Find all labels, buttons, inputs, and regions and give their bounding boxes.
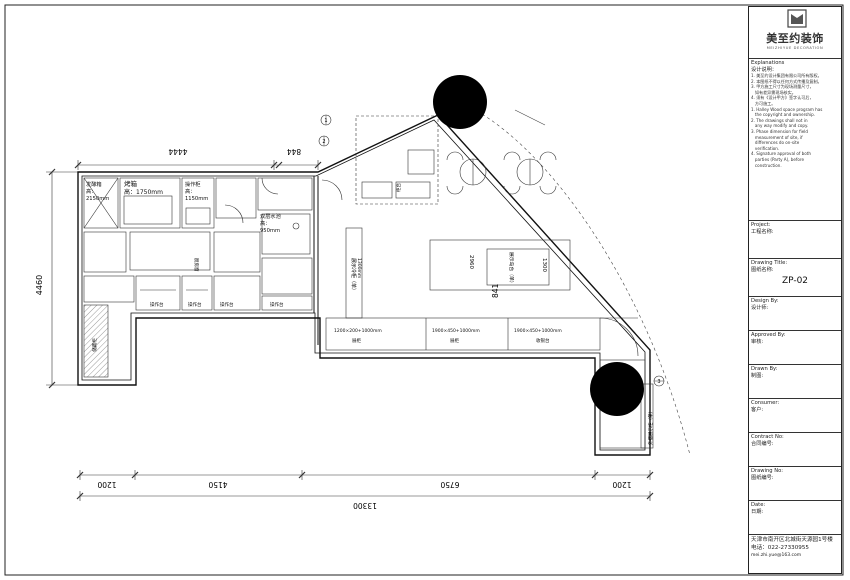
drawn-by-cell: Drawn By: 制图:: [749, 365, 841, 399]
outdoor-seating: [446, 151, 557, 195]
outdoor-boundary: [437, 95, 691, 456]
title-block: 美至约装饰 MEIZHIYUE DECORATION Explanations …: [748, 6, 842, 574]
service-counter-dim: 1300mm: [356, 258, 362, 278]
bottom-dim-4150: 4150: [208, 480, 227, 489]
label-kitchen-window: 厨房窗: [193, 258, 200, 272]
address: 天津市南开区北城街天源园1号楼: [751, 537, 833, 543]
explanations-cn: 设计说明：: [751, 66, 777, 73]
bottom-dimensions: [76, 470, 654, 501]
awning-line: [514, 109, 546, 126]
svg-text:操作台: 操作台: [270, 301, 284, 308]
callout-3: 3: [653, 375, 665, 387]
consumer-cell: Consumer: 客户:: [749, 399, 841, 433]
brand-name-cn: 美至约装饰: [766, 32, 824, 45]
label-double-sink-v: 950mm: [260, 228, 280, 234]
tree-top: [433, 75, 487, 129]
overall-width-label: 13300: [353, 501, 377, 510]
front-fixtures: [321, 115, 654, 449]
svg-text:1900×450+1000mm: 1900×450+1000mm: [432, 328, 480, 334]
door-label: 柜台: [395, 183, 402, 192]
dim-841: 841: [491, 283, 500, 298]
bottom-dim-1200-left: 1200: [97, 480, 116, 489]
kitchen-equipment: [83, 177, 313, 311]
short-cabinet-labels: 操作台 操作台 操作台 操作台: [150, 301, 284, 308]
svg-text:1: 1: [324, 118, 327, 124]
label-cabinet-v: 1150mm: [185, 196, 208, 202]
contract-cell: Contract No: 合同编号:: [749, 433, 841, 467]
contact-cell: 天津市南开区北城街天源园1号楼 电话：022-27330955 mei.zhi.…: [749, 535, 841, 573]
bar-counter-labels: 1200×200+1000mm 展柜 1900×450+1000mm 展柜 19…: [334, 328, 562, 344]
top-dimension: [74, 160, 322, 170]
drawing-title-cell: Drawing Title: 图纸名称: ZP-02: [749, 259, 841, 297]
tree-bottom: [590, 362, 644, 416]
callout-1: 1: [320, 114, 332, 126]
brand-name-en: MEIZHIYUE DECORATION: [766, 46, 824, 50]
brand-cell: 美至约装饰 MEIZHIYUE DECORATION: [749, 7, 841, 59]
label-double-sink: 双层水池: [260, 212, 281, 220]
left-dimension: [46, 168, 80, 389]
phone: 电话：022-27330955: [751, 545, 809, 551]
top-dim-844: 844: [287, 147, 302, 156]
svg-text:3: 3: [657, 379, 660, 385]
island-dim-2960: 2960: [468, 255, 474, 269]
callout-2: 2: [318, 135, 330, 147]
brand-logo-icon: [787, 9, 807, 28]
island-dim-1300: 1300: [541, 258, 547, 272]
svg-text:收银台: 收银台: [536, 337, 550, 344]
svg-text:操作台: 操作台: [220, 301, 234, 308]
label-cabinet: 操作柜: [185, 180, 201, 188]
top-dim-4444: 4444: [168, 147, 187, 156]
design-by-cell: Design By: 设计师:: [749, 297, 841, 331]
svg-text:展柜: 展柜: [352, 337, 361, 344]
explanations-en: Explanations: [751, 60, 785, 66]
label-fermentation-v: 2150mm: [86, 196, 109, 202]
drawing-title-value: ZP-02: [781, 276, 809, 286]
svg-text:操作台: 操作台: [188, 301, 202, 308]
outdoor-counter-label: 外摆展示柜（单）: [647, 409, 654, 445]
label-oven: 烤箱: [124, 179, 138, 188]
approved-by-cell: Approved By: 审核:: [749, 331, 841, 365]
email: mei.zhi.yue@163.com: [751, 553, 802, 558]
label-fermentation: 发酵箱: [86, 180, 102, 188]
explanations-cell: Explanations 设计说明： 1. 美至约设计集团有限公司所有版权。 2…: [749, 59, 841, 221]
island-label: 展示岛台（单）: [508, 252, 515, 286]
svg-text:操作台: 操作台: [150, 301, 164, 308]
label-double-sink-h: 高：: [260, 219, 270, 227]
drawing-no-cell: Drawing No: 图纸编号:: [749, 467, 841, 501]
svg-text:展柜: 展柜: [450, 337, 459, 344]
label-fermentation-h: 高：: [86, 187, 96, 195]
explanations-notes: 1. 美至约设计集团有限公司所有版权。 2. 本图纸不得以任何方式传播及复制。 …: [751, 73, 823, 168]
service-counter-label: 展示冷柜（单）: [350, 258, 357, 293]
project-cell: Project: 工程名称:: [749, 221, 841, 259]
bottom-dim-6750: 6750: [440, 480, 459, 489]
svg-text:1200×200+1000mm: 1200×200+1000mm: [334, 328, 382, 334]
svg-text:2: 2: [322, 139, 325, 145]
label-cabinet-h: 高：: [185, 187, 195, 195]
hatched-label: 储藏柜: [91, 338, 98, 352]
walls: [77, 114, 651, 456]
label-oven-h: 高：1750mm: [124, 188, 163, 196]
kitchen-labels: 发酵箱 高： 2150mm 烤箱 高：1750mm 操作柜 高： 1150mm …: [86, 179, 281, 234]
date-cell: Date: 日期:: [749, 501, 841, 535]
hatched-storage: [83, 304, 109, 378]
left-height-label: 4460: [35, 275, 44, 295]
svg-text:1900×450+1000mm: 1900×450+1000mm: [514, 328, 562, 334]
sheet-border: [4, 4, 844, 576]
bottom-dim-1200-right: 1200: [612, 480, 631, 489]
